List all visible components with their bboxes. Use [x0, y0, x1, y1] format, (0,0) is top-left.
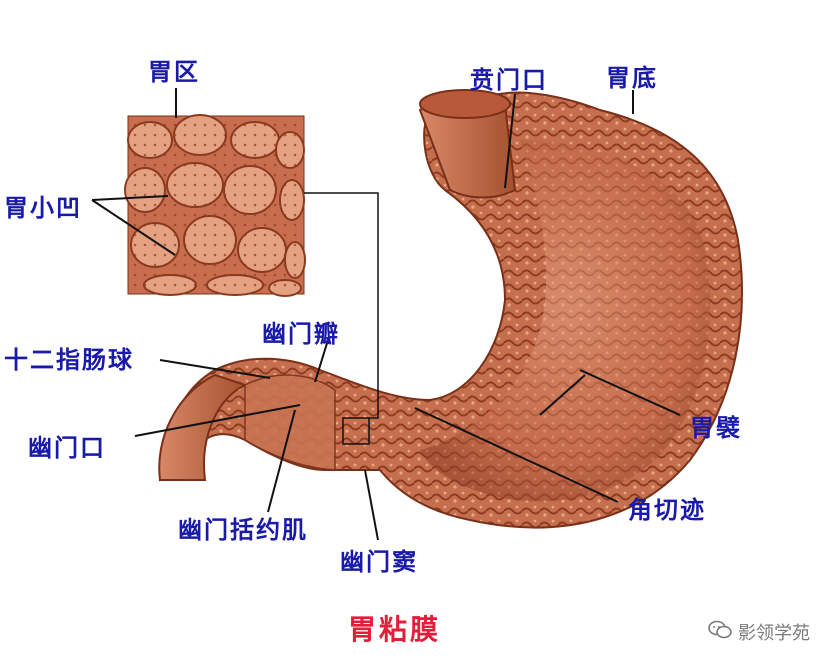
inset-connector [304, 192, 379, 419]
label-angular-incisure: 角切迹 [628, 496, 706, 524]
label-gastric-folds: 胃襞 [690, 414, 742, 442]
wechat-icon [708, 620, 732, 645]
gastric-area-inset [124, 114, 306, 297]
label-pyloric-antrum: 幽门窦 [340, 548, 418, 576]
watermark: 影领学苑 [708, 619, 810, 645]
label-cardia: 贲门口 [470, 66, 548, 94]
watermark-text: 影领学苑 [738, 623, 810, 644]
label-pylorus: 幽门口 [28, 434, 106, 462]
label-pyloric-valve: 幽门瓣 [262, 320, 340, 348]
label-duodenal-bulb: 十二指肠球 [4, 346, 134, 374]
label-gastric-pits: 胃小凹 [4, 194, 82, 222]
label-gastric-area: 胃区 [148, 58, 200, 86]
diagram-title: 胃粘膜 [348, 613, 442, 646]
label-pyloric-sphincter: 幽门括约肌 [178, 516, 308, 544]
stomach-body [158, 89, 743, 529]
label-fundus: 胃底 [606, 64, 658, 92]
leader-lines [91, 88, 681, 541]
